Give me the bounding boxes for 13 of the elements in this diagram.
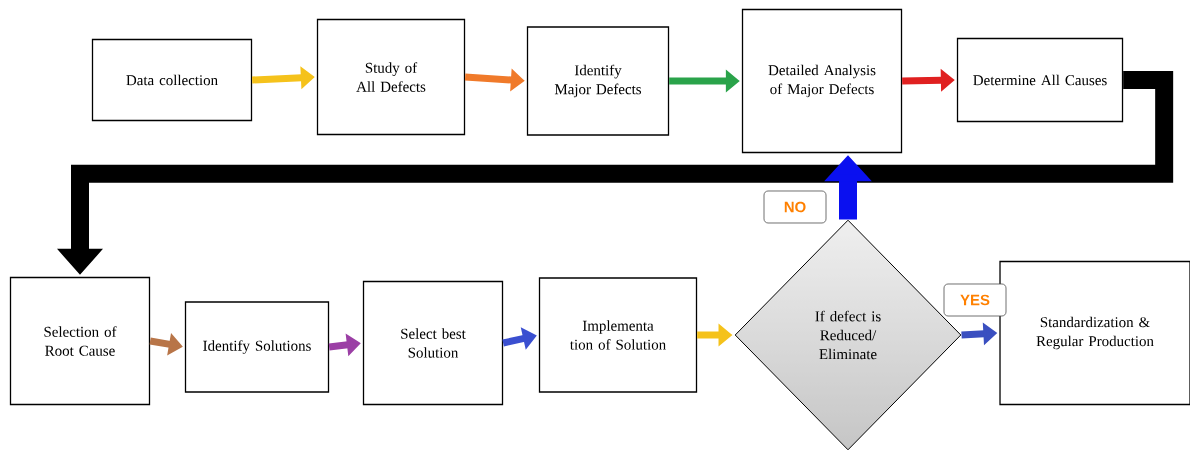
process-box: Identify Solutions bbox=[184, 301, 330, 393]
process-box: Select best Solution bbox=[362, 280, 504, 406]
process-box: Data collection bbox=[91, 38, 253, 122]
process-box: Selection of Root Cause bbox=[9, 276, 151, 406]
process-box: Standardization & Regular Production bbox=[999, 260, 1190, 406]
edge-label: YES bbox=[943, 283, 1007, 317]
process-box: Identify Major Defects bbox=[526, 26, 670, 136]
process-box: Implementa tion of Solution bbox=[538, 277, 698, 393]
edge-label: NO bbox=[763, 190, 827, 224]
process-box: Study of All Defects bbox=[316, 18, 466, 136]
process-box: Detailed Analysis of Major Defects bbox=[741, 8, 903, 154]
elbow-arrow bbox=[57, 71, 1174, 275]
process-box: Determine All Causes bbox=[956, 37, 1124, 123]
